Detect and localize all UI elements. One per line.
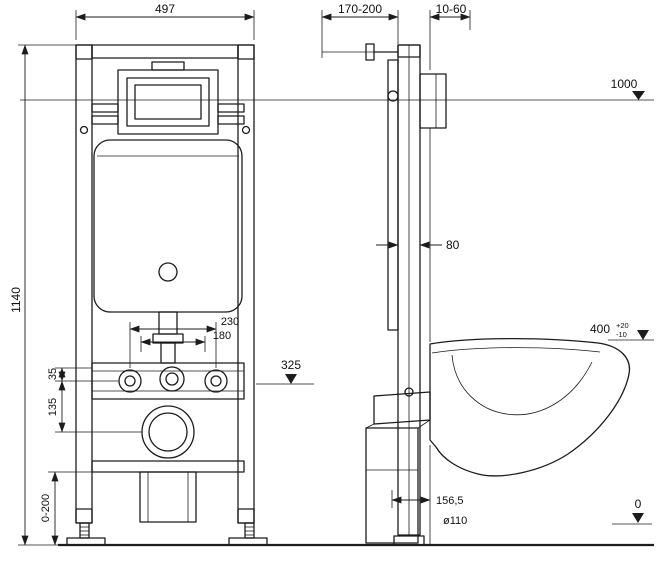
lower-crossbar xyxy=(91,460,245,523)
dim-wall-clearance-label: 10-60 xyxy=(436,2,467,16)
side-view-frame xyxy=(322,43,447,546)
dim-bolt-spacing-230-label: 230 xyxy=(221,316,239,328)
level-1000-label: 1000 xyxy=(611,77,638,91)
dim-pipe-diameter-label: ø110 xyxy=(443,515,467,527)
adjustable-feet xyxy=(66,522,268,546)
flush-plate-window xyxy=(91,61,245,135)
cistern-side-profile xyxy=(387,59,399,331)
level-400-marker xyxy=(637,330,649,340)
outlet-bend xyxy=(365,391,431,544)
side-view-dimensions: 170-200 10-60 80 1000 400 +20 -10 156,5 … xyxy=(321,2,654,527)
flush-plate-housing xyxy=(419,73,447,129)
post-bolt-hole-right xyxy=(241,125,251,135)
water-inlet-port xyxy=(159,366,185,392)
level-0-label: 0 xyxy=(635,497,642,511)
level-325-label: 325 xyxy=(281,358,301,372)
cistern-drain-plug xyxy=(158,262,178,282)
dim-foot-adjust-label: 0-200 xyxy=(40,494,52,522)
level-400-label: 400 xyxy=(590,322,610,336)
rail-fixing-bolt xyxy=(404,387,414,397)
dim-35-label: 35 xyxy=(47,368,59,380)
toilet-bowl-side-view xyxy=(429,337,631,477)
dim-bracket-range-label: 170-200 xyxy=(338,2,382,16)
level-325-marker xyxy=(285,374,297,384)
dim-outlet-to-wall-label: 156,5 xyxy=(436,495,464,507)
level-400-tol-plus-label: +20 xyxy=(616,321,629,330)
level-400-tol-minus-label: -10 xyxy=(616,330,627,339)
level-0-marker xyxy=(632,513,644,523)
waste-outlet-socket xyxy=(141,405,195,459)
fixing-bolt-left xyxy=(118,369,142,393)
reference-lines xyxy=(18,99,654,547)
rail-foot-plate xyxy=(393,535,425,546)
dim-rail-depth-label: 80 xyxy=(446,238,460,252)
flush-pipe xyxy=(152,311,184,364)
post-bolt-hole-left xyxy=(79,125,89,135)
dim-135-label: 135 xyxy=(47,398,59,416)
front-view-dimensions: 497 1140 230 180 35 135 0-200 325 xyxy=(9,2,314,546)
dim-frame-width-label: 497 xyxy=(155,2,175,16)
cistern-tank xyxy=(93,139,243,313)
dim-frame-height-label: 1140 xyxy=(9,287,23,313)
front-view-frame xyxy=(66,44,268,546)
fixing-bolt-right xyxy=(204,369,228,393)
dim-bolt-spacing-180-label: 180 xyxy=(213,330,231,342)
level-1000-marker xyxy=(632,91,645,100)
